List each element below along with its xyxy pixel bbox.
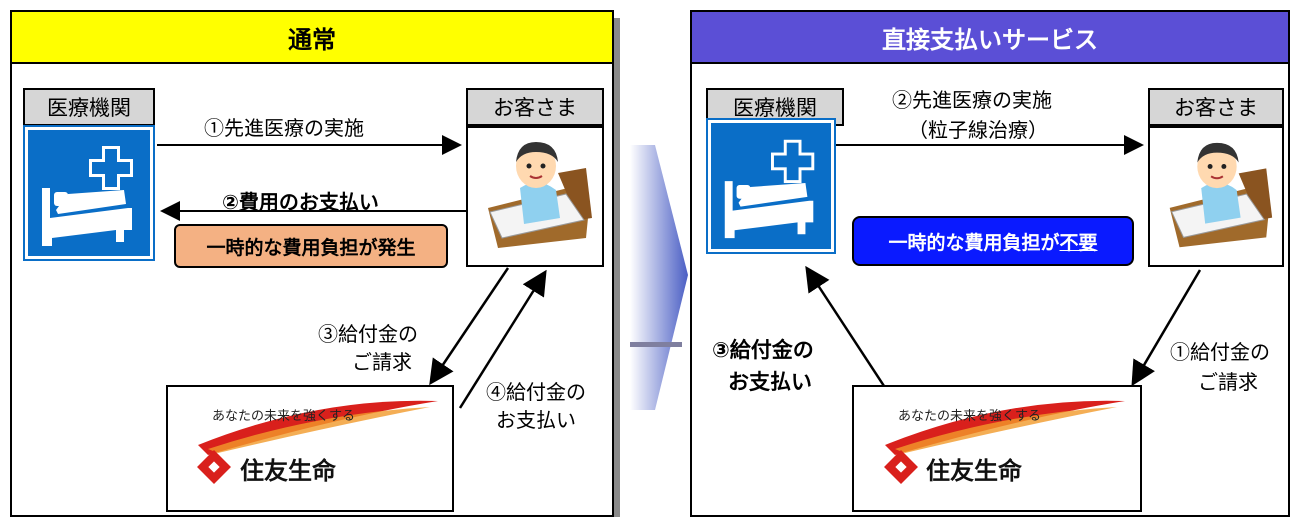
right-customer-box: [1148, 126, 1284, 267]
sumitomo-life-logo-icon: [884, 400, 1125, 484]
right-no-burden-pill: 一時的な費用負担が不要: [852, 216, 1134, 266]
left-insurer-name: 住友生命: [240, 457, 336, 485]
hospital-bed-cross-icon: [706, 118, 836, 254]
hospital-bed-cross-icon: [23, 125, 155, 261]
right-panel-header: 直接支払いサービス: [692, 12, 1288, 64]
sumitomo-life-logo-icon: [197, 400, 438, 484]
right-insurer-slogan: あなたの未来を強くする: [898, 409, 1042, 424]
right-no-burden-prefix: 一時的な費用負担が: [888, 231, 1060, 254]
left-customer-box: [466, 126, 604, 267]
patient-in-bed-icon: [488, 142, 592, 248]
right-panel-title: 直接支払いサービス: [882, 25, 1098, 54]
right-insurer-box: あなたの未来を強くする 住友生命: [852, 385, 1142, 512]
left-arrow-claim: [429, 267, 510, 386]
right-arrow-claim: [1131, 269, 1202, 387]
left-burden-pill: 一時的な費用負担が発生: [174, 224, 448, 268]
left-customer-label: お客さま: [466, 88, 604, 126]
left-arrow-benefit: [458, 269, 547, 409]
left-panel-header: 通常: [12, 12, 612, 64]
left-arrow3-label-line1: ③給付金の: [318, 322, 418, 346]
right-hospital-label: 医療機関: [706, 88, 844, 126]
patient-in-bed-icon: [1169, 142, 1273, 248]
right-arrow3-label-line1: ③給付金の: [712, 338, 814, 362]
right-insurer-name: 住友生命: [926, 457, 1022, 485]
right-no-burden-emph: 不要: [1059, 231, 1098, 254]
right-arrow-direct-payment: [805, 265, 886, 387]
left-panel-title: 通常: [288, 25, 336, 54]
left-arrow4-label-line2: お支払い: [496, 408, 576, 432]
right-customer-label: お客さま: [1148, 88, 1284, 126]
right-arrow1-label-line2: ご請求: [1198, 370, 1258, 394]
left-arrow4-label-line1: ④給付金の: [486, 380, 586, 404]
right-arrow3-label-line2: お支払い: [728, 370, 812, 394]
left-insurer-slogan: あなたの未来を強くする: [212, 409, 356, 424]
left-arrow1-label: ①先進医療の実施: [204, 116, 364, 140]
right-arrow2-label-line1: ②先進医療の実施: [892, 88, 1052, 112]
left-hospital-label: 医療機関: [23, 88, 155, 126]
left-insurer-box: あなたの未来を強くする 住友生命: [166, 385, 454, 512]
left-arrow3-label-line2: ご請求: [352, 350, 412, 374]
right-arrow1-label-line1: ①給付金の: [1170, 340, 1270, 364]
right-arrow2-label-line2: （粒子線治療）: [908, 118, 1048, 142]
